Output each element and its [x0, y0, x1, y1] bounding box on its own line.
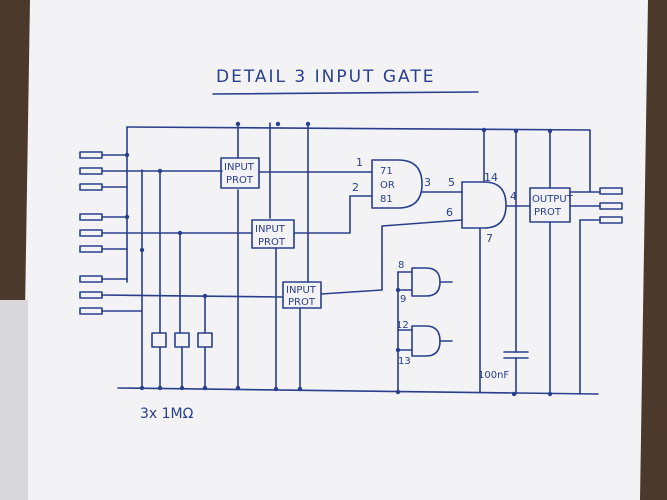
svg-text:81: 81: [380, 194, 393, 205]
and-gate-main: [461, 181, 507, 229]
input-prot-block-1: INPUT PROT: [220, 157, 260, 189]
pin-1-label: 1: [356, 156, 363, 169]
pin-5-label: 5: [448, 176, 455, 189]
title-underline: [212, 91, 479, 95]
diagram-title: DETAIL 3 INPUT GATE: [216, 67, 435, 87]
resistor-1: [151, 332, 167, 348]
svg-text:OR: OR: [380, 180, 395, 191]
paper-sheet: [22, 0, 648, 500]
input-prot-block-3: INPUT PROT: [282, 281, 322, 309]
svg-text:INPUT: INPUT: [255, 224, 286, 235]
output-connectors: [599, 187, 623, 224]
svg-text:PROT: PROT: [288, 297, 316, 308]
pin-2-label: 2: [352, 181, 359, 194]
svg-text:INPUT: INPUT: [224, 162, 255, 173]
pin-12-label: 12: [396, 320, 409, 331]
bottom-rail: [117, 387, 599, 395]
top-rail: [126, 126, 591, 131]
svg-text:INPUT: INPUT: [286, 285, 317, 296]
svg-text:PROT: PROT: [258, 237, 286, 248]
or-gate-71-or-81: 71 OR 81: [371, 159, 423, 209]
paper-edge: [0, 300, 28, 500]
svg-text:PROT: PROT: [226, 175, 254, 186]
pin-8-label: 8: [398, 260, 404, 271]
pin-6-label: 6: [446, 206, 453, 219]
and-gate-unused-1: [411, 267, 453, 297]
pin-9-label: 9: [400, 294, 406, 305]
input-prot-block-2: INPUT PROT: [251, 219, 295, 249]
svg-text:OUTPUT: OUTPUT: [532, 194, 574, 205]
pin-7-label: 7: [486, 232, 493, 245]
pin-14-label: 14: [484, 171, 498, 184]
pin-13-label: 13: [398, 356, 411, 367]
resistor-label: 3x 1MΩ: [140, 406, 194, 422]
and-gate-unused-2: [411, 325, 453, 357]
pin-3-label: 3: [424, 176, 431, 189]
capacitor-label: 100nF: [478, 370, 509, 381]
svg-text:71: 71: [380, 166, 393, 177]
input-line-3: [101, 294, 284, 298]
pin-4-label: 4: [510, 190, 517, 203]
svg-text:PROT: PROT: [534, 207, 562, 218]
